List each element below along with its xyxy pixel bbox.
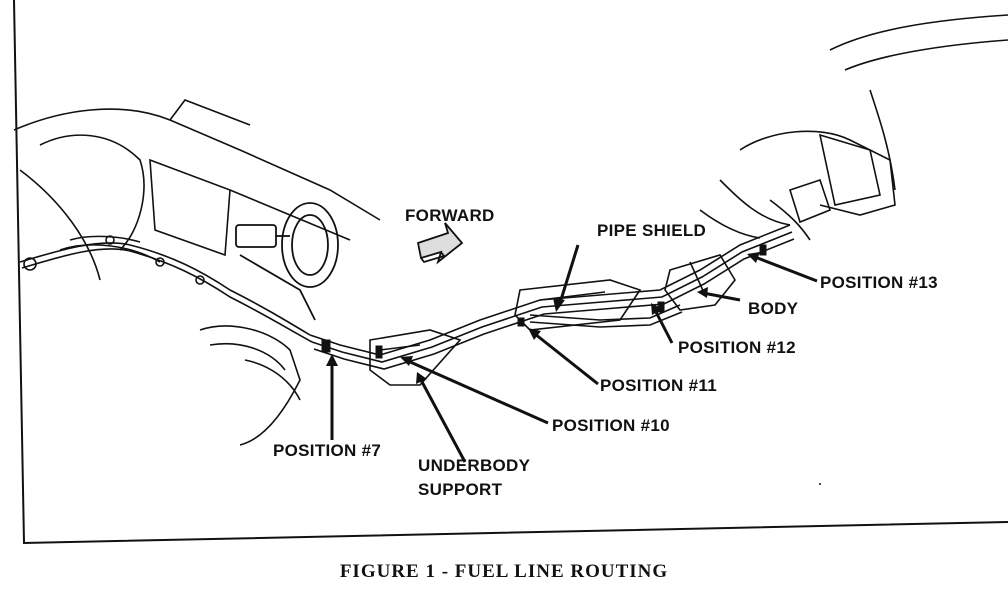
underbody-support-shape: [369, 329, 462, 386]
figure-border: [13, 0, 1008, 545]
label-position-10: POSITION #10: [552, 416, 670, 435]
front-fuel-lines: [19, 235, 313, 343]
brake-booster: [235, 202, 339, 321]
pipe-shield-shape: [514, 279, 642, 331]
label-pipe-shield: PIPE SHIELD: [597, 221, 707, 240]
forward-arrow-icon: [416, 222, 464, 265]
label-position-11: POSITION #11: [600, 376, 717, 395]
figure-caption: FIGURE 1 - FUEL LINE ROUTING: [339, 561, 669, 582]
label-position-12: POSITION #12: [678, 338, 796, 357]
label-forward: FORWARD: [405, 206, 495, 225]
label-position-13: POSITION #13: [820, 273, 938, 292]
rear-tank-area: [699, 14, 1008, 241]
label-body: BODY: [748, 299, 799, 318]
firewall-area: [13, 99, 381, 446]
callout-arrows: [330, 244, 818, 463]
label-position-7: POSITION #7: [273, 441, 382, 460]
label-underbody: UNDERBODY: [418, 456, 531, 475]
callout-arrowheads: [326, 252, 760, 384]
line-clips: [321, 244, 767, 359]
label-support: SUPPORT: [418, 480, 503, 499]
